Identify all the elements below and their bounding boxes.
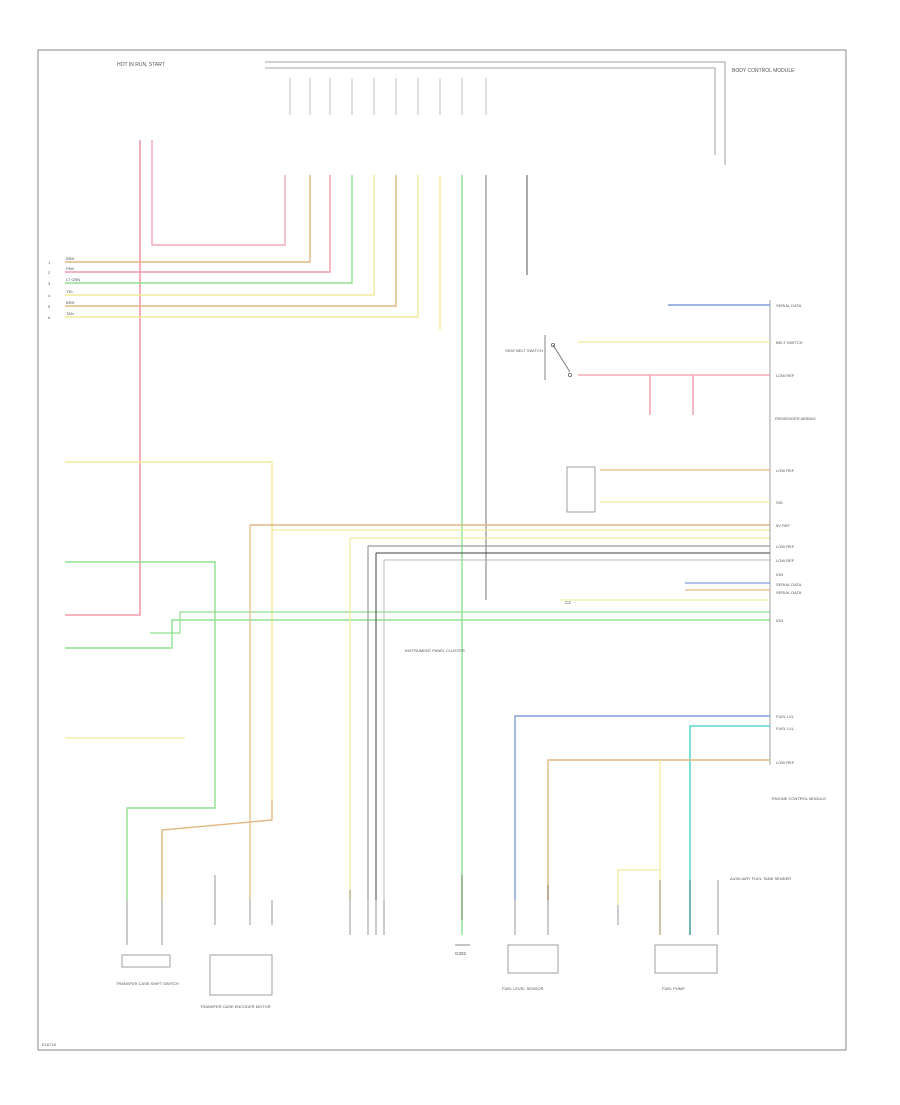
wire-white-bus xyxy=(383,559,770,900)
wire-yel-4 xyxy=(65,175,375,296)
component-label: ENGINE CONTROL MODULE xyxy=(772,796,826,801)
right-signal-label: SERIAL DATA xyxy=(776,590,802,595)
component-labels: TRANSFER CASE SHIFT SWITCH TRANSFER CASE… xyxy=(116,348,826,1009)
svg-text:1: 1 xyxy=(48,260,51,265)
wire-black-bus xyxy=(375,552,770,900)
wire-brn-1 xyxy=(65,175,311,263)
right-signal-label: FUEL LVL xyxy=(776,714,795,719)
component-label: FUEL PUMP xyxy=(662,986,685,991)
wire-cyan-fuel xyxy=(689,725,770,935)
left-wire-label: LT GRN xyxy=(66,277,80,282)
footer-code: E16718 xyxy=(42,1042,57,1047)
right-signal-label: BELT SWITCH xyxy=(776,340,803,345)
wire-green-left-2 xyxy=(65,619,770,649)
svg-text:2: 2 xyxy=(48,270,51,275)
right-signal-label: LOW REF xyxy=(776,558,795,563)
right-signal-label: LOW REF xyxy=(776,468,795,473)
wire-orange-fuel xyxy=(547,759,770,900)
module-pin-labels xyxy=(289,78,487,115)
wire-tan-6 xyxy=(65,175,419,318)
connector-stubs xyxy=(126,875,719,945)
wire-yellow-sensor xyxy=(617,869,660,905)
module-label: BODY CONTROL MODULE xyxy=(732,68,795,74)
svg-text:6: 6 xyxy=(48,315,51,320)
wire-brn-5 xyxy=(65,175,397,307)
transfer-module-box xyxy=(566,466,596,513)
component-encoder xyxy=(209,954,273,996)
wire-green-left xyxy=(65,561,216,800)
wire-blue-fuel xyxy=(514,715,770,900)
wire-pink-ignition-2 xyxy=(151,140,286,246)
top-left-label: HOT IN RUN, START xyxy=(117,62,165,68)
component-label: TRANSFER CASE SHIFT SWITCH xyxy=(116,981,179,986)
left-wire-label: BRN xyxy=(66,300,75,305)
right-signal-label: IGN xyxy=(776,572,783,577)
seat-belt-switch xyxy=(544,335,573,380)
ground-label: G302 xyxy=(455,951,467,956)
right-signal-labels: SERIAL DATA BELT SWITCH LOW REF LOW REF … xyxy=(776,303,803,765)
right-signal-label: FUEL LVL xyxy=(776,726,795,731)
right-signal-label: SERIAL DATA xyxy=(776,582,802,587)
left-wire-label: BRN xyxy=(66,256,75,261)
diagram-border xyxy=(37,49,847,1051)
wire-pnk-2 xyxy=(65,175,331,273)
svg-text:3: 3 xyxy=(48,281,51,286)
component-tc-shift xyxy=(121,954,171,968)
wire-tan-mid xyxy=(65,461,273,800)
wire-ltgrn-3 xyxy=(65,175,353,284)
right-signal-label: SERIAL DATA xyxy=(776,303,802,308)
component-fuel-sensor xyxy=(507,944,559,974)
right-signal-label: LOW REF xyxy=(776,760,795,765)
module-bracket xyxy=(265,61,726,165)
svg-text:5: 5 xyxy=(48,304,51,309)
wire-green-left-3 xyxy=(150,611,770,634)
right-signal-label: SIG xyxy=(776,500,783,505)
left-pin-markers: 1 2 3 4 5 6 xyxy=(48,260,51,320)
wire-yellow-bus xyxy=(349,537,770,900)
right-signal-label: 5V REF xyxy=(776,523,791,528)
component-fuel-pump xyxy=(654,944,718,974)
component-label: FUEL LEVEL SENSOR xyxy=(502,986,544,991)
left-wire-label: YEL xyxy=(66,289,74,294)
component-label: AUXILIARY FUEL TANK SENDER xyxy=(730,876,791,881)
svg-text:4: 4 xyxy=(48,293,51,298)
component-label: PASSENGER AIRBAG xyxy=(775,416,816,421)
component-label: INSTRUMENT PANEL CLUSTER xyxy=(405,648,465,653)
left-wire-label: TAN xyxy=(66,311,74,316)
component-label: SEAT BELT SWITCH xyxy=(505,348,543,353)
wire-orange-tc xyxy=(161,800,273,900)
connector-label: C2 xyxy=(565,600,571,605)
left-wire-label: PNK xyxy=(66,266,75,271)
wire-pink-ignition xyxy=(65,140,141,616)
right-signal-label: LOW REF xyxy=(776,373,795,378)
right-signal-label: IGN xyxy=(776,618,783,623)
component-label: TRANSFER CASE ENCODER MOTOR xyxy=(200,1004,271,1009)
wire-gray-bus xyxy=(367,545,770,900)
right-signal-label: LOW REF xyxy=(776,544,795,549)
wire-green-tc xyxy=(126,800,216,900)
